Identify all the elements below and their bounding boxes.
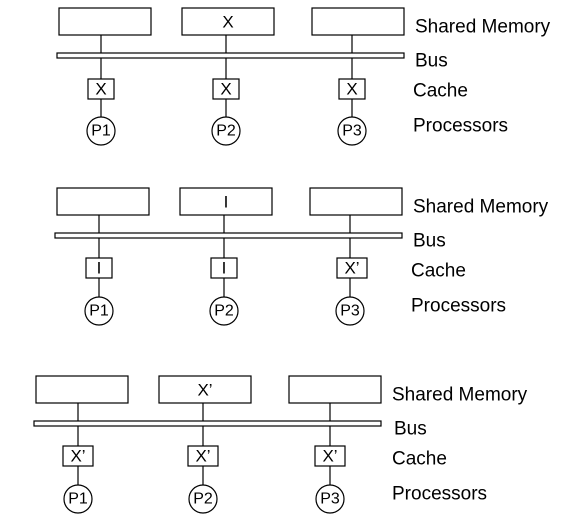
memory-block-3 [309,187,403,216]
panel-1: X X X X P1 P2 P3 Shared Memory Bus Cache… [56,7,551,146]
bus-bar [56,52,405,59]
memory-block-3 [288,375,382,404]
memory-block-2 [181,7,275,36]
cache-value-p1: X’ [70,447,85,466]
memory-value-2: X [222,13,233,32]
memory-block-2 [158,375,252,404]
processor-node-p2 [209,296,239,326]
cache-block-p3 [336,257,368,279]
processor-label-p1: P1 [68,491,88,508]
memory-block-1 [56,187,150,216]
memory-block-2 [179,187,273,216]
cache-value-p3: X’ [322,447,337,466]
processor-label-p1: P1 [91,123,111,140]
cache-value-p1: I [97,259,102,278]
processor-label-p3: P3 [340,303,360,320]
label-processors: Processors [392,484,487,505]
cache-value-p1: X [95,80,106,99]
label-shared-memory: Shared Memory [413,197,549,218]
processor-node-p2 [188,484,218,514]
cache-value-p3: X [346,80,357,99]
processor-label-p2: P2 [214,303,234,320]
bus-bar [33,420,382,427]
memory-block-1 [35,375,129,404]
memory-value-2: I [224,193,229,212]
processor-node-p1 [63,484,93,514]
label-processors: Processors [413,116,508,137]
processor-label-p2: P2 [193,491,213,508]
label-shared-memory: Shared Memory [415,17,551,38]
cache-value-p2: X [220,80,231,99]
panel-2: I I I X’ P1 P2 P3 Shared Memory Bus Cach… [54,187,549,326]
memory-value-2: X’ [197,381,212,400]
label-bus: Bus [394,419,427,440]
processor-node-p3 [335,296,365,326]
label-cache: Cache [413,81,468,102]
label-cache: Cache [392,449,447,470]
processor-node-p3 [315,484,345,514]
bus-bar [54,232,403,239]
processor-node-p2 [211,116,241,146]
processor-label-p1: P1 [89,303,109,320]
cache-value-p3: X’ [344,259,359,278]
label-shared-memory: Shared Memory [392,385,528,406]
label-cache: Cache [411,261,466,282]
processor-node-p1 [86,116,116,146]
label-processors: Processors [411,296,506,317]
processor-label-p2: P2 [216,123,236,140]
processor-node-p1 [84,296,114,326]
processor-label-p3: P3 [342,123,362,140]
label-bus: Bus [415,51,448,72]
cache-value-p2: I [222,259,227,278]
panel-3: X’ X’ X’ X’ P1 P2 P3 Shared Memory Bus C… [33,375,528,514]
memory-block-3 [311,7,405,36]
label-bus: Bus [413,231,446,252]
cache-value-p2: X’ [195,447,210,466]
memory-block-1 [58,7,152,36]
processor-label-p3: P3 [320,491,340,508]
processor-node-p3 [337,116,367,146]
